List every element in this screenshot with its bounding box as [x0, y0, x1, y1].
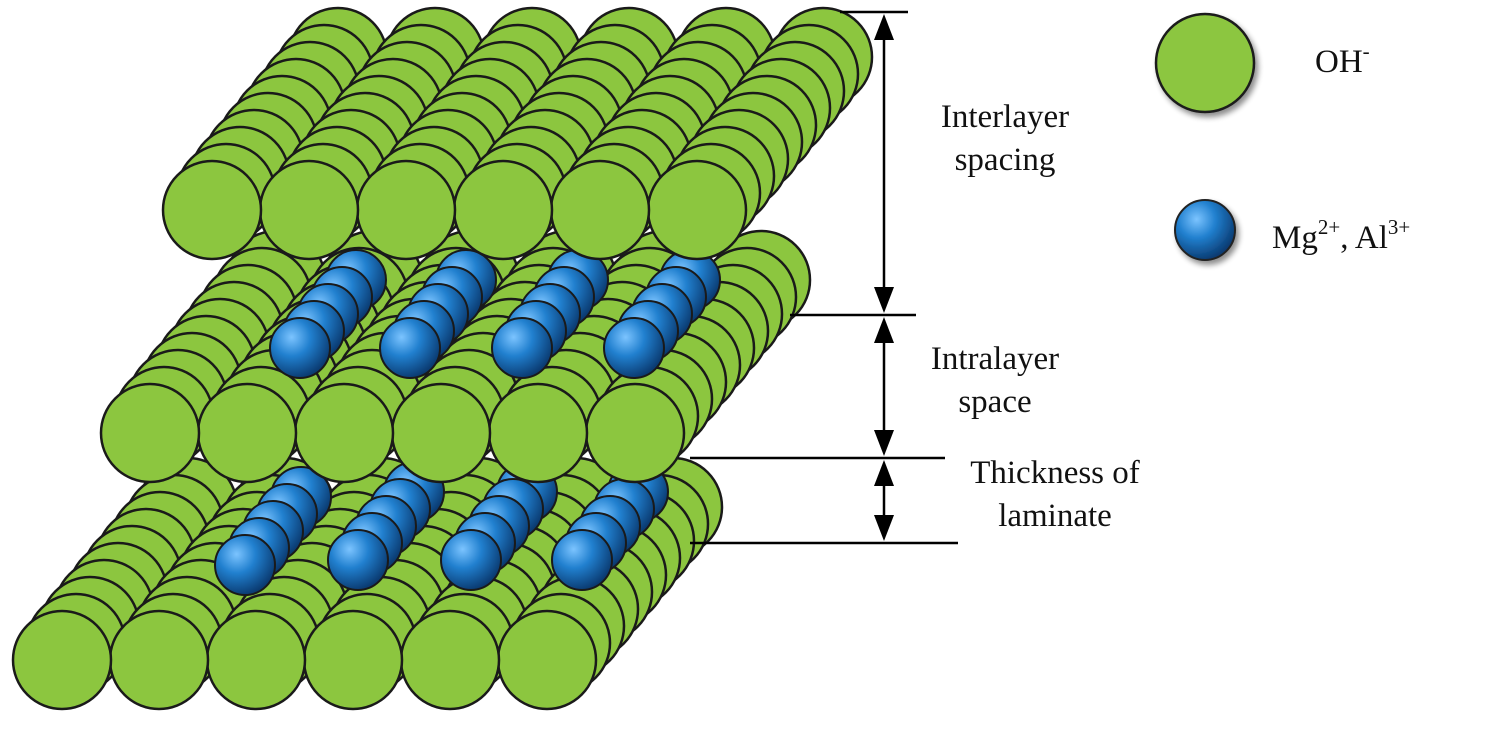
- hydroxide-sphere-icon: [302, 609, 404, 711]
- hydroxide-sphere-icon: [11, 609, 113, 711]
- interlayer-label-line2: spacing: [954, 142, 1056, 178]
- hydroxide-sphere-icon: [496, 609, 598, 711]
- hydroxide-sphere-icon: [399, 609, 501, 711]
- hydroxide-sphere-icon: [196, 382, 298, 484]
- metal-ion-sphere-icon: [603, 317, 665, 379]
- metal-ion-sphere-icon: [214, 534, 276, 596]
- arrowhead-down: [874, 287, 894, 313]
- top-hydroxide-layer: [161, 6, 874, 261]
- thickness-label-line2: laminate: [998, 498, 1112, 534]
- arrowhead-up: [874, 14, 894, 40]
- metal-ion-sphere-icon: [327, 529, 389, 591]
- legend-metal-label: Mg2+, Al3+: [1272, 215, 1411, 258]
- hydroxide-sphere-icon: [161, 159, 263, 261]
- intralayer-label-line1: Intralayer: [930, 341, 1060, 377]
- arrowhead-down: [874, 515, 894, 541]
- hydroxide-sphere-icon: [549, 159, 651, 261]
- legend-oh-green-sphere-icon: [1154, 12, 1256, 114]
- legend-oh-base: OH: [1315, 44, 1363, 80]
- intralayer-label-line2: space: [958, 384, 1032, 420]
- hydroxide-sphere-icon: [646, 159, 748, 261]
- arrowhead-down: [874, 430, 894, 456]
- legend-metal-blue-sphere-icon: [1174, 199, 1236, 261]
- legend-mg-base: Mg: [1272, 220, 1318, 256]
- hydroxide-sphere-icon: [108, 609, 210, 711]
- interlayer-label-line1: Interlayer: [940, 99, 1070, 135]
- legend-separator: ,: [1340, 220, 1355, 256]
- hydroxide-sphere-icon: [205, 609, 307, 711]
- interlayer-spacing-label: Interlayer spacing: [905, 96, 1105, 182]
- arrowhead-up: [874, 317, 894, 343]
- hydroxide-sphere-icon: [584, 382, 686, 484]
- hydroxide-sphere-icon: [258, 159, 360, 261]
- legend-oh-sup: -: [1362, 39, 1370, 63]
- hydroxide-sphere-icon: [99, 382, 201, 484]
- thickness-of-laminate-label: Thickness of laminate: [935, 452, 1175, 538]
- hydroxide-sphere-icon: [355, 159, 457, 261]
- metal-ion-sphere-icon: [379, 317, 441, 379]
- dimension-arrowheads: [874, 14, 894, 541]
- hydroxide-sphere-icon: [487, 382, 589, 484]
- metal-ion-sphere-icon: [551, 529, 613, 591]
- hydroxide-sphere-icon: [390, 382, 492, 484]
- metal-ion-sphere-icon: [491, 317, 553, 379]
- legend-oh-label: OH-: [1315, 39, 1370, 82]
- thickness-label-line1: Thickness of: [970, 455, 1140, 491]
- top-metal-ion-rows: [269, 249, 721, 379]
- hydroxide-sphere-icon: [293, 382, 395, 484]
- hydroxide-sphere-icon: [452, 159, 554, 261]
- legend-al-sup: 3+: [1387, 215, 1411, 239]
- arrowhead-up: [874, 460, 894, 486]
- legend-mg-sup: 2+: [1317, 215, 1341, 239]
- metal-ion-sphere-icon: [269, 317, 331, 379]
- legend-al-base: Al: [1354, 220, 1388, 256]
- bottom-hydroxide-layer: [11, 456, 724, 711]
- metal-ion-sphere-icon: [440, 529, 502, 591]
- intralayer-space-label: Intralayer space: [895, 338, 1095, 424]
